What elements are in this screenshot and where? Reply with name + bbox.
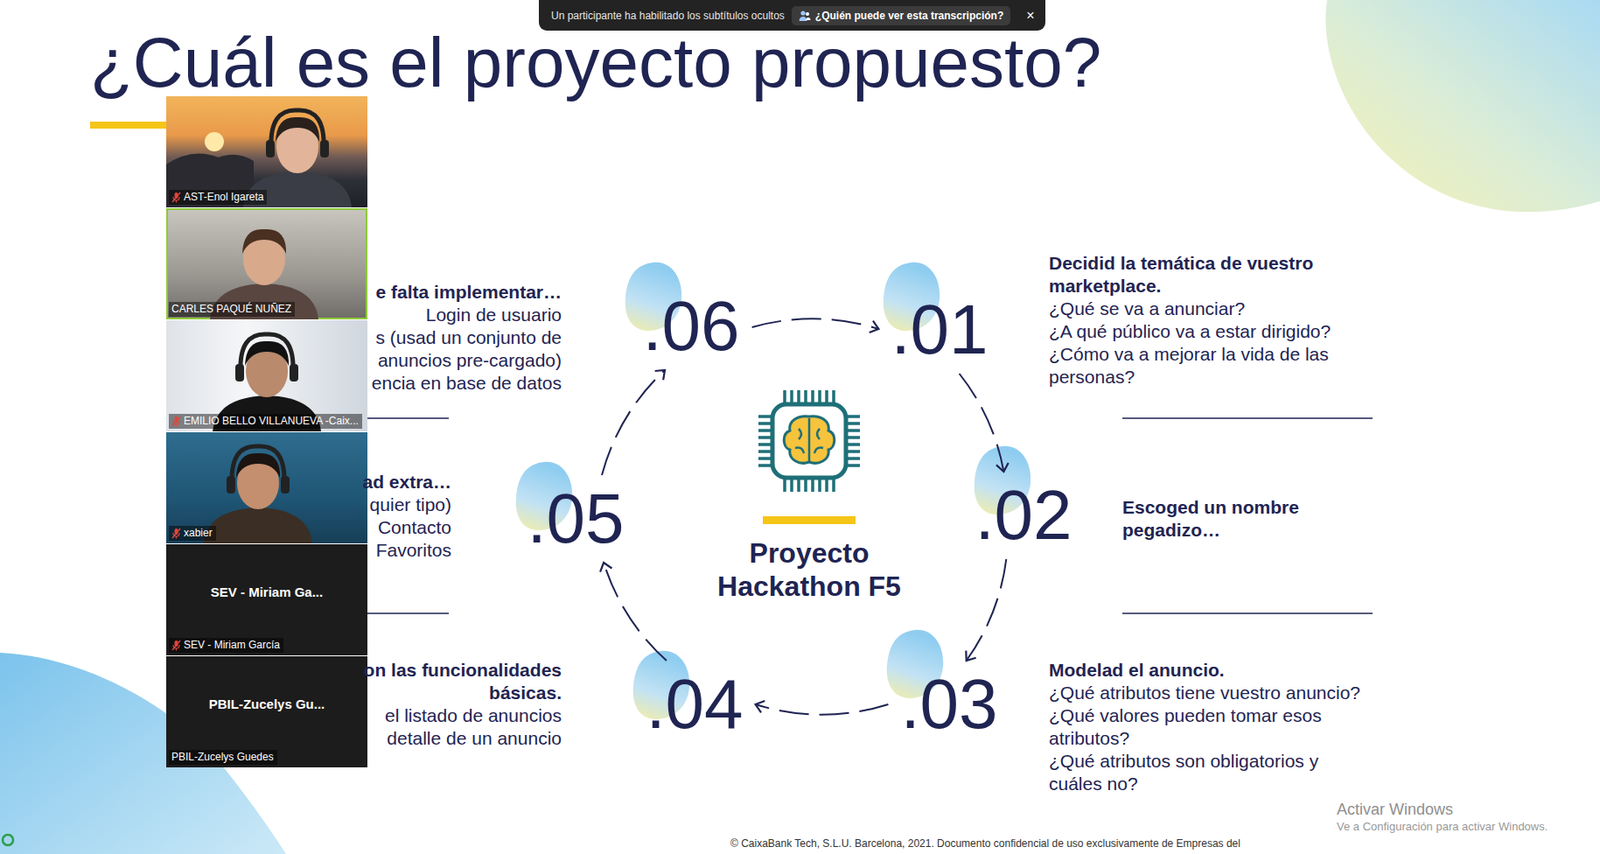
text-group: Escoged un nombre pegadizo… bbox=[1122, 496, 1350, 542]
muted-mic-icon bbox=[171, 191, 182, 203]
step-number: .05 bbox=[521, 482, 629, 556]
slide-text: Activar Windows bbox=[1336, 799, 1548, 819]
name-bar: AST-Enol Igareta bbox=[168, 189, 267, 205]
close-button: × bbox=[1026, 7, 1035, 24]
step-number-text: .03 bbox=[900, 669, 998, 740]
step-number: .04 bbox=[640, 667, 748, 741]
step-number: .03 bbox=[894, 667, 1003, 741]
slide-text: ¿Qué se va a anunciar? bbox=[1048, 297, 1369, 321]
name-bar: CARLES PAQUÉ NUÑEZ bbox=[168, 301, 295, 317]
cycle-arrow bbox=[966, 558, 1007, 661]
text-group: ad extra…quier tipo)ContactoFavoritos bbox=[362, 470, 452, 562]
video-tile: PBIL-Zucelys Gu... PBIL-Zucelys Guedes bbox=[166, 656, 368, 768]
slide-text: el listado de anuncios bbox=[363, 704, 562, 727]
step-number-text: .01 bbox=[890, 294, 988, 365]
slide-text: Login de usuario bbox=[371, 303, 562, 327]
slide-text: ¿Qué atributos son obligatorios y cuáles… bbox=[1048, 749, 1369, 796]
muted-mic-icon bbox=[171, 527, 182, 539]
step-number: .01 bbox=[885, 293, 993, 367]
step-number-text: .04 bbox=[645, 669, 743, 740]
name-bar: xabier bbox=[168, 525, 217, 541]
slide-text: Favoritos bbox=[362, 538, 452, 562]
step-number: .02 bbox=[969, 478, 1077, 552]
people-icon bbox=[798, 9, 811, 22]
slide-text: ¿Qué atributos tiene vuestro anuncio? bbox=[1048, 681, 1369, 705]
slide-text: básicas. bbox=[363, 681, 562, 705]
slide-text: Decidid la temática de vuestro marketpla… bbox=[1048, 251, 1369, 298]
step-number: .06 bbox=[636, 289, 745, 364]
title-underline bbox=[90, 121, 169, 129]
muted-mic-icon bbox=[171, 639, 182, 651]
name-bar: EMILIO BELLO VILLANUEVA -Caix... bbox=[168, 413, 363, 429]
slide-text: detalle de un anuncio bbox=[363, 726, 562, 750]
divider-line bbox=[367, 418, 1373, 614]
name-bar: PBIL-Zucelys Guedes bbox=[168, 749, 278, 765]
slide-text: Modelad el anuncio. bbox=[1048, 658, 1369, 682]
cycle-arrow bbox=[603, 562, 667, 661]
video-tile: AST-Enol Igareta bbox=[166, 96, 368, 208]
transcript-link: ¿Quién puede ver esta transcripción? bbox=[815, 9, 1004, 22]
slide-title: ¿Cuál es el proyecto propuesto? bbox=[90, 27, 1102, 98]
slide-text: ¿Cómo va a mejorar la vida de las person… bbox=[1048, 342, 1369, 389]
step-number-text: .05 bbox=[526, 483, 624, 554]
corner-blob bbox=[1325, 0, 1600, 212]
slide-text: encia en base de datos bbox=[371, 371, 562, 395]
tile-caption: PBIL-Zucelys Gu... bbox=[166, 696, 368, 712]
slide-text: ¿A qué público va a estar dirigido? bbox=[1048, 320, 1369, 343]
tile-caption: SEV - Miriam Ga... bbox=[166, 584, 368, 600]
step-number-text: .02 bbox=[974, 480, 1072, 551]
participant-name: CARLES PAQUÉ NUÑEZ bbox=[171, 302, 292, 316]
cycle-arrow bbox=[752, 318, 880, 329]
slide-text: © CaixaBank Tech, S.L.U. Barcelona, 2021… bbox=[730, 837, 1241, 851]
accent-bar bbox=[762, 516, 856, 525]
step-number-text: .06 bbox=[642, 291, 740, 362]
slide-text: s (usad un conjunto de bbox=[371, 326, 562, 350]
banner-message: Un participante ha habilitado los subtít… bbox=[551, 9, 785, 22]
text-group: Modelad el anuncio.¿Qué atributos tiene … bbox=[1048, 658, 1369, 796]
text-group: e falta implementar…Login de usuarios (u… bbox=[371, 280, 562, 395]
participant-name: SEV - Miriam García bbox=[183, 638, 280, 652]
cycle-arrow bbox=[601, 370, 665, 476]
hub-node: Proyecto Hackathon F5 bbox=[704, 384, 915, 604]
video-tile: xabier bbox=[166, 432, 368, 544]
participant-name: xabier bbox=[183, 526, 213, 540]
brain-chip-icon bbox=[753, 384, 866, 497]
hub-title: Proyecto Hackathon F5 bbox=[704, 536, 915, 604]
status-icon bbox=[2, 834, 14, 846]
cycle-arrow bbox=[755, 704, 889, 715]
name-bar: SEV - Miriam García bbox=[168, 637, 284, 653]
number-blob bbox=[516, 262, 1032, 720]
transcript-button: ¿Quién puede ver esta transcripción? bbox=[791, 6, 1011, 26]
slide-text: on las funcionalidades bbox=[363, 658, 562, 682]
participant-name: PBIL-Zucelys Guedes bbox=[171, 750, 274, 764]
slide-text: quier tipo) bbox=[362, 493, 452, 517]
slide-text: Contacto bbox=[362, 516, 452, 539]
slide-text: ad extra… bbox=[362, 470, 452, 494]
text-group: on las funcionalidadesbásicas.el listado… bbox=[363, 658, 562, 750]
muted-mic-icon bbox=[171, 415, 182, 427]
slide-text: Escoged un nombre pegadizo… bbox=[1122, 496, 1350, 542]
slide-text: anuncios pre-cargado) bbox=[371, 349, 562, 372]
cycle-arrow bbox=[959, 373, 1005, 472]
participant-name: AST-Enol Igareta bbox=[183, 190, 264, 204]
video-tile: CARLES PAQUÉ NUÑEZ bbox=[166, 208, 368, 320]
text-group: Decidid la temática de vuestro marketpla… bbox=[1048, 251, 1369, 389]
participant-name: EMILIO BELLO VILLANUEVA -Caix... bbox=[183, 414, 359, 428]
slide-text: Ve a Configuración para activar Windows. bbox=[1336, 818, 1548, 834]
video-tile: EMILIO BELLO VILLANUEVA -Caix... bbox=[166, 320, 368, 432]
text-group: Activar WindowsVe a Configuración para a… bbox=[1336, 799, 1548, 834]
slide-text: e falta implementar… bbox=[371, 280, 562, 304]
caption-banner: Un participante ha habilitado los subtít… bbox=[538, 0, 1046, 31]
text-group: © CaixaBank Tech, S.L.U. Barcelona, 2021… bbox=[730, 837, 1241, 851]
video-tile: SEV - Miriam Ga... SEV - Miriam García bbox=[166, 544, 368, 656]
slide-text: ¿Qué valores pueden tomar esos atributos… bbox=[1048, 704, 1369, 750]
